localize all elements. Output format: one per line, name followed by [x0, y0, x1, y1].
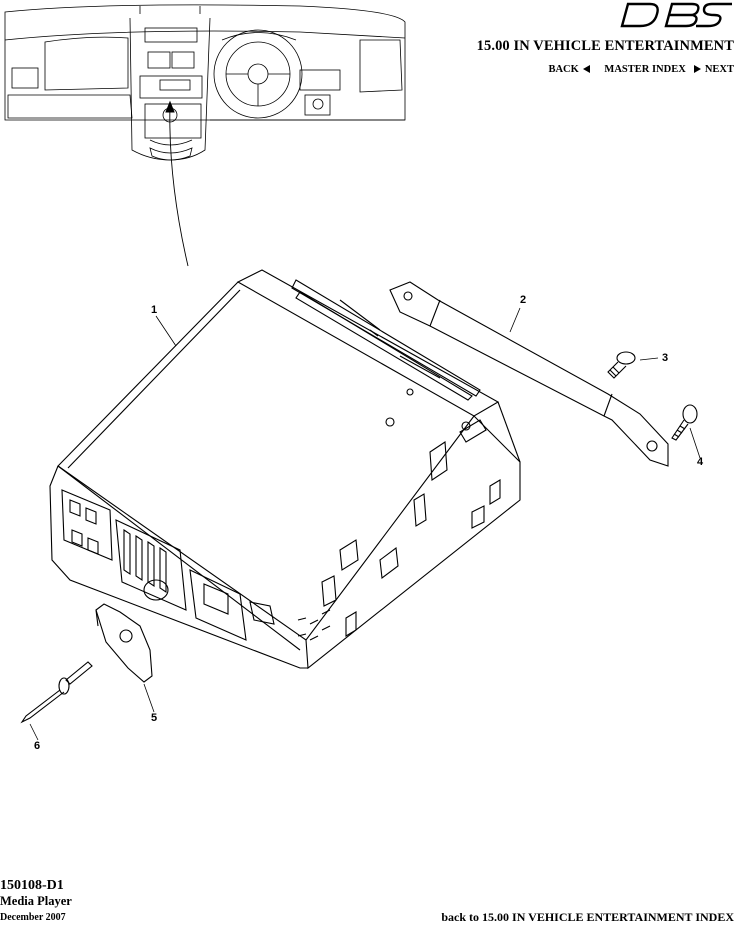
dashboard-locator-view — [4, 4, 406, 161]
section-title: 15.00 IN VEHICLE ENTERTAINMENT — [476, 38, 734, 54]
callout-2: 2 — [520, 294, 527, 306]
back-link[interactable]: BACK — [548, 64, 579, 75]
screw-3 — [607, 351, 636, 379]
media-player-unit — [49, 269, 521, 670]
callout-4: 4 — [697, 456, 704, 468]
screw-4 — [671, 404, 698, 441]
document-code: 150108-D1 — [0, 878, 64, 893]
back-to-index-link[interactable]: back to 15.00 IN VEHICLE ENTERTAINMENT I… — [441, 910, 734, 924]
next-link[interactable]: NEXT — [704, 64, 734, 75]
master-index-link[interactable]: MASTER INDEX — [604, 64, 686, 75]
callout-1: 1 — [151, 304, 158, 316]
navigation-bar: BACK MASTER INDEX NEXT — [548, 64, 734, 75]
document-date: December 2007 — [0, 912, 66, 923]
triangle-right-icon[interactable] — [693, 65, 701, 73]
callout-6: 6 — [34, 740, 41, 752]
document-name: Media Player — [0, 894, 72, 908]
callout-3: 3 — [662, 352, 669, 364]
mounting-bracket — [389, 281, 669, 467]
rivet-6 — [20, 661, 93, 724]
callout-5: 5 — [151, 712, 158, 724]
small-bracket-5 — [95, 603, 153, 683]
dbs-logo — [620, 2, 732, 28]
triangle-left-icon[interactable] — [582, 65, 590, 73]
